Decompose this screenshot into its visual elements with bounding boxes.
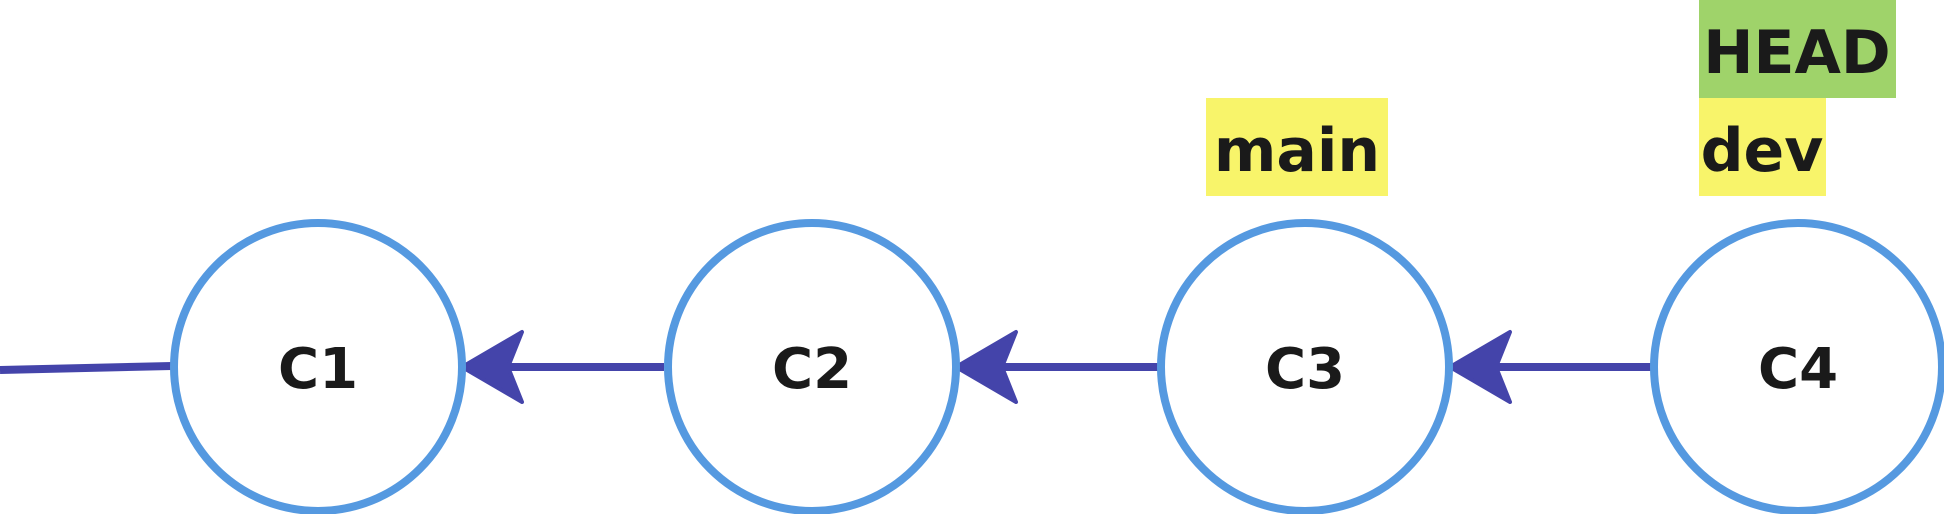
- commit-label: C1: [278, 337, 358, 402]
- branch-tag-dev[interactable]: dev: [1699, 98, 1826, 196]
- commit-node-c3[interactable]: C3: [1157, 219, 1453, 514]
- branch-label-dev: dev: [1701, 116, 1824, 186]
- head-label: HEAD: [1703, 18, 1890, 88]
- arrowhead-icon: [954, 330, 1018, 404]
- arrowhead-icon: [1448, 330, 1512, 404]
- commit-node-c4[interactable]: C4: [1650, 219, 1944, 514]
- head-tag[interactable]: HEAD: [1699, 0, 1896, 98]
- commit-node-c1[interactable]: C1: [170, 219, 466, 514]
- edge-c4-to-c3: [1448, 330, 1653, 404]
- edge-c3-to-c2: [954, 330, 1159, 404]
- commit-label: C4: [1758, 337, 1838, 402]
- arrowhead-icon: [460, 330, 524, 404]
- branch-tag-main[interactable]: main: [1206, 98, 1388, 196]
- commit-label: C2: [772, 337, 852, 402]
- commit-label: C3: [1265, 337, 1345, 402]
- branch-label-main: main: [1214, 116, 1380, 186]
- history-edge: [0, 362, 173, 374]
- commit-node-c2[interactable]: C2: [664, 219, 960, 514]
- edge-c2-to-c1: [460, 330, 664, 404]
